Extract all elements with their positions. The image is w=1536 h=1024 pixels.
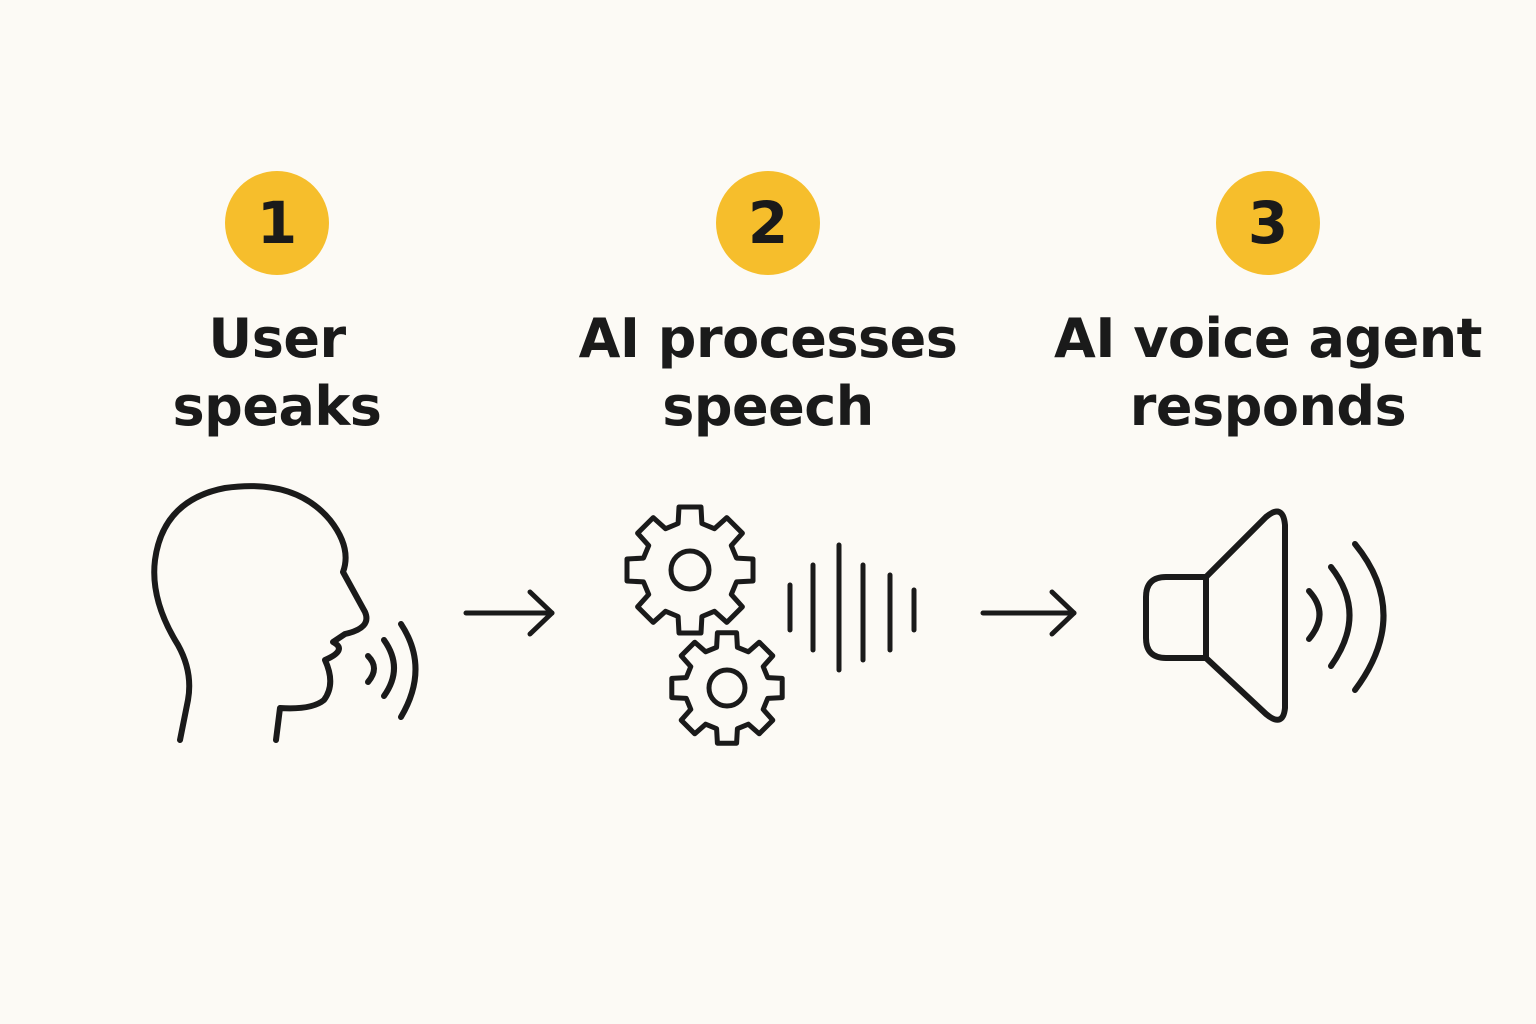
- speaker-icon: [1143, 508, 1387, 723]
- gear-outline: [669, 630, 785, 746]
- step-label-line-2: speaks: [172, 375, 382, 438]
- gears-soundwave-icon: [624, 504, 917, 746]
- step-label-line-1: User: [208, 307, 346, 370]
- gear-small-icon: [669, 630, 785, 746]
- gear-large-icon: [624, 504, 756, 636]
- step-number: 2: [747, 189, 789, 257]
- gear-outline: [624, 504, 756, 636]
- step-label-line-2: responds: [1129, 375, 1407, 438]
- gear-hole: [706, 667, 748, 709]
- step-label-line-1: AI voice agent: [1054, 307, 1482, 370]
- step-number: 3: [1247, 189, 1289, 257]
- speaking-head-icon: [151, 483, 419, 743]
- step-number: 1: [256, 189, 298, 257]
- step-label: User speaks: [47, 305, 507, 441]
- step-label-line-2: speech: [662, 375, 874, 438]
- step-number-badge: 3: [1216, 171, 1320, 275]
- step-label: AI voice agent responds: [1038, 305, 1498, 441]
- arrow-right-icon: [463, 589, 555, 637]
- step-label: AI processes speech: [538, 305, 998, 441]
- step-number-badge: 2: [716, 171, 820, 275]
- step-label-line-1: AI processes: [578, 307, 958, 370]
- arrow-right-icon: [980, 589, 1077, 637]
- gear-hole: [668, 548, 712, 592]
- step-number-badge: 1: [225, 171, 329, 275]
- soundwave-icon: [787, 542, 917, 673]
